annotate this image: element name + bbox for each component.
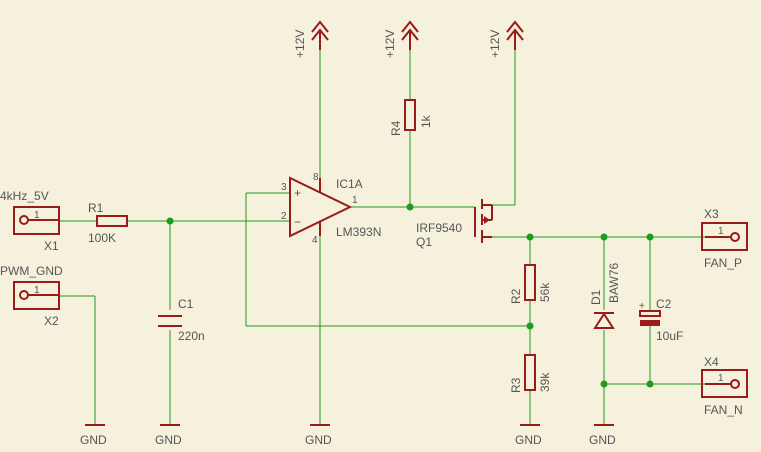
resistor-r4: R4 1k [389, 99, 433, 136]
gnd-label: GND [80, 433, 107, 447]
supply-label: +12V [488, 30, 502, 58]
connector-signal-label: PWM_GND [0, 264, 63, 278]
capacitor-c1: C1 220n [158, 297, 205, 343]
resistor-r1: R1 100K [88, 201, 128, 245]
connector-x4: 1 X4 FAN_N [701, 355, 748, 417]
component-name: R3 [509, 377, 523, 393]
connector-signal-label: 4kHz_5V [0, 189, 49, 203]
component-part: LM393N [336, 225, 381, 239]
gnd-symbol-2: GND [155, 424, 182, 447]
component-value: 39k [538, 372, 552, 392]
component-name: R1 [88, 201, 104, 215]
gnd-symbol-4: GND [515, 424, 542, 447]
connector-signal-label: FAN_P [704, 256, 742, 270]
component-part: BAW76 [607, 262, 621, 303]
connector-name: X2 [44, 314, 59, 328]
polarity-plus: + [639, 301, 645, 312]
component-name: C2 [656, 297, 672, 311]
gnd-label: GND [155, 433, 182, 447]
component-value: 100K [88, 231, 116, 245]
component-name: R4 [389, 120, 403, 136]
pin-number: 8 [313, 172, 319, 183]
gnd-symbol-1: GND [80, 424, 107, 447]
connector-name: X4 [704, 355, 719, 369]
component-value: 56k [538, 282, 552, 302]
pin-number: 1 [34, 210, 40, 221]
component-name: D1 [589, 289, 603, 305]
supply-symbol-3: +12V [488, 20, 524, 58]
gnd-label: GND [515, 433, 542, 447]
pin-number: 1 [34, 285, 40, 296]
component-name: R2 [509, 288, 523, 304]
opamp-ic1a: + − 3 2 8 1 4 IC1A LM393N [281, 172, 381, 246]
component-part: IRF9540 [416, 221, 462, 235]
wires [60, 50, 705, 425]
pin-number: 1 [352, 195, 358, 206]
gnd-symbol-3: GND [305, 424, 332, 447]
component-name: IC1A [336, 177, 363, 191]
component-name: C1 [178, 297, 194, 311]
component-value: 1k [419, 114, 433, 128]
component-value: 220n [178, 329, 205, 343]
component-name: Q1 [416, 235, 432, 249]
resistor-r2: R2 56k [509, 264, 552, 304]
supply-label: +12V [293, 30, 307, 58]
connector-signal-label: FAN_N [704, 403, 743, 417]
connector-name: X3 [704, 207, 719, 221]
supply-symbol-2: +12V [383, 20, 419, 58]
diode-d1: D1 BAW76 [589, 262, 621, 329]
connector-x2: 1 PWM_GND X2 [0, 264, 63, 328]
pin-number: 3 [281, 182, 287, 193]
pin-number: 2 [281, 211, 287, 222]
component-value: 10uF [656, 329, 683, 343]
resistor-r3: R3 39k [509, 354, 552, 393]
junctions [166, 203, 654, 388]
pin-number: 4 [312, 235, 318, 246]
gnd-symbol-5: GND [589, 424, 616, 447]
connector-x3: 1 X3 FAN_P [701, 207, 748, 270]
supply-symbol-1: +12V [293, 20, 329, 58]
capacitor-c2: + C2 10uF [639, 297, 683, 343]
gnd-label: GND [589, 433, 616, 447]
connector-name: X1 [44, 239, 59, 253]
connector-x1: 1 4kHz_5V X1 [0, 189, 60, 253]
pin-number: 1 [718, 226, 724, 237]
opamp-plus-sign: + [294, 186, 301, 200]
gnd-label: GND [305, 433, 332, 447]
opamp-minus-sign: − [294, 215, 301, 229]
mosfet-q1: IRF9540 Q1 [416, 199, 493, 249]
pin-number: 1 [718, 373, 724, 384]
supply-label: +12V [383, 30, 397, 58]
